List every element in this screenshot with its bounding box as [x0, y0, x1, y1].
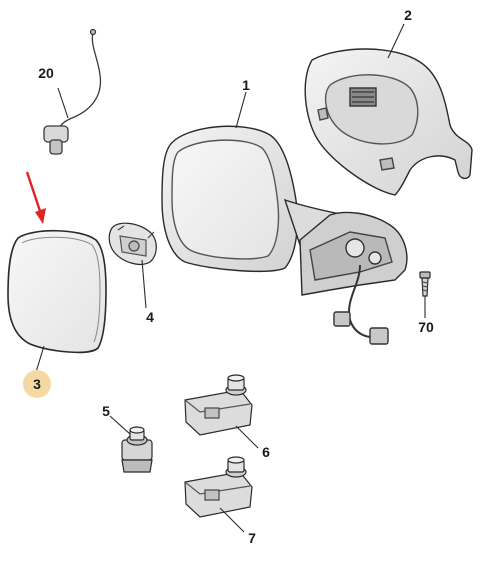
callout-70: 70: [418, 319, 434, 335]
callout-4: 4: [146, 309, 154, 325]
part-5-switch: [121, 426, 153, 473]
callout-6: 6: [262, 444, 270, 460]
leader-3: [35, 345, 45, 373]
leader-2: [387, 23, 405, 59]
callout-5: 5: [102, 403, 110, 419]
part-1-mirror-assembly: [161, 125, 408, 345]
leader-6: [235, 425, 259, 449]
highlight-badge: [23, 370, 51, 398]
part-4-glass-carrier: [108, 222, 157, 265]
part-20-wire-harness: [43, 28, 102, 155]
callout-20: 20: [38, 65, 54, 81]
part-2-mirror-cover: [304, 48, 473, 196]
leader-20: [57, 87, 69, 119]
leader-4: [141, 259, 147, 309]
part-6-motor-unit: [184, 374, 253, 436]
part-7-motor-unit: [184, 456, 253, 518]
leader-7: [219, 507, 245, 533]
leader-lines: [35, 23, 426, 533]
callout-7: 7: [248, 530, 256, 546]
callout-2: 2: [404, 7, 412, 23]
part-70-screw: [419, 271, 431, 297]
pointer-arrow: [25, 171, 46, 224]
leader-5: [109, 415, 131, 435]
leader-1: [235, 91, 247, 129]
callout-3: 3: [33, 376, 41, 392]
callout-1: 1: [242, 77, 250, 93]
part-3-mirror-glass: [7, 229, 107, 354]
